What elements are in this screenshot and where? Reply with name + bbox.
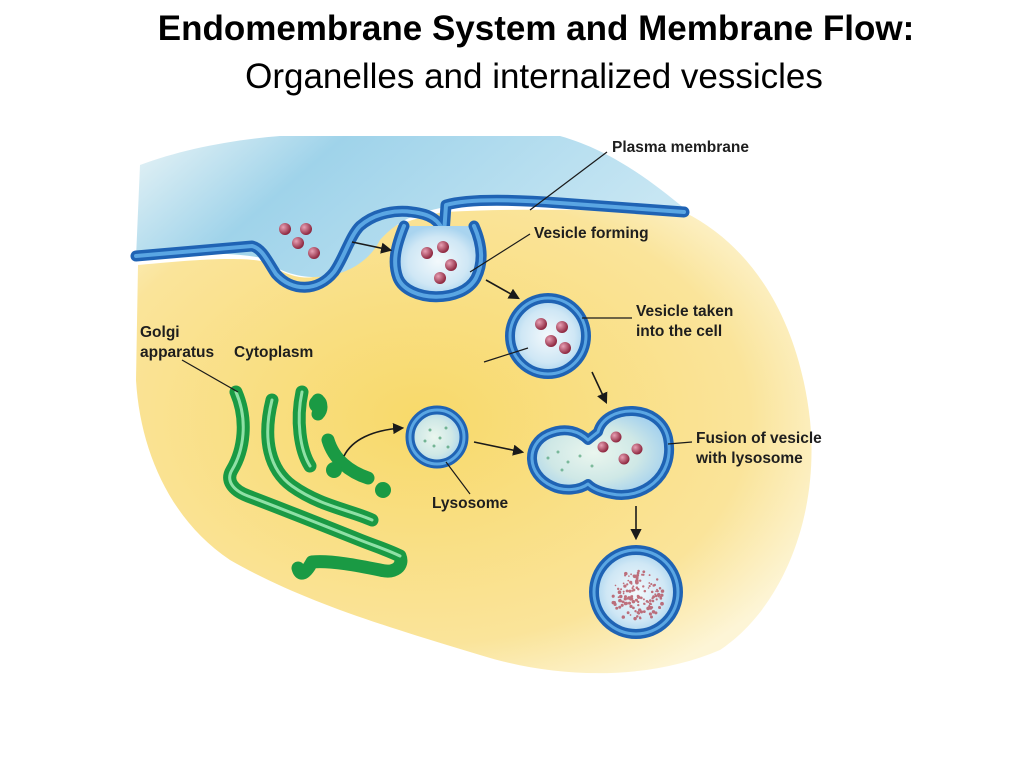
page-title: Endomembrane System and Membrane Flow:	[157, 9, 915, 48]
leader-lines	[181, 151, 693, 495]
plasma-membrane	[130, 194, 690, 293]
label-golgi-2: apparatus	[140, 344, 214, 361]
leader-vesicle-forming	[469, 233, 531, 273]
leader-golgi	[181, 359, 239, 393]
leader-fusion	[667, 441, 693, 445]
label-fusion-2: with lysosome	[695, 450, 803, 467]
leader-lysosome	[445, 461, 471, 495]
arrow-forming-to-taken	[485, 279, 520, 300]
arrow-taken-to-fusion	[591, 371, 608, 405]
label-vesicle-taken-1: Vesicle taken	[636, 303, 733, 320]
internalized-vesicle	[505, 293, 591, 379]
arrow-lysosome-to-fusion	[473, 441, 525, 456]
cargo-particles-outside	[279, 223, 320, 259]
vesicle-forming	[389, 220, 487, 303]
label-vesicle-forming: Vesicle forming	[534, 225, 649, 242]
fusion-vesicle	[527, 406, 675, 500]
digested-vesicle	[589, 545, 683, 639]
label-plasma-membrane: Plasma membrane	[612, 139, 749, 156]
flow-arrows	[343, 241, 642, 541]
leader-plasma-membrane	[529, 151, 608, 211]
golgi-vesicles	[309, 395, 391, 498]
arrow-pit-to-forming	[351, 241, 393, 254]
label-fusion-1: Fusion of vesicle	[696, 430, 822, 447]
leader-cytoplasm	[483, 347, 529, 363]
label-cytoplasm: Cytoplasm	[234, 344, 313, 361]
label-lysosome: Lysosome	[432, 495, 508, 512]
arrow-golgi-to-lysosome	[343, 423, 405, 457]
label-golgi-1: Golgi	[140, 324, 180, 341]
cargo-particles-forming	[421, 241, 457, 284]
label-vesicle-taken-2: into the cell	[636, 323, 722, 340]
lysosome	[405, 405, 469, 469]
page-subtitle: Organelles and internalized vessicles	[245, 57, 823, 96]
golgi-apparatus	[223, 385, 408, 580]
